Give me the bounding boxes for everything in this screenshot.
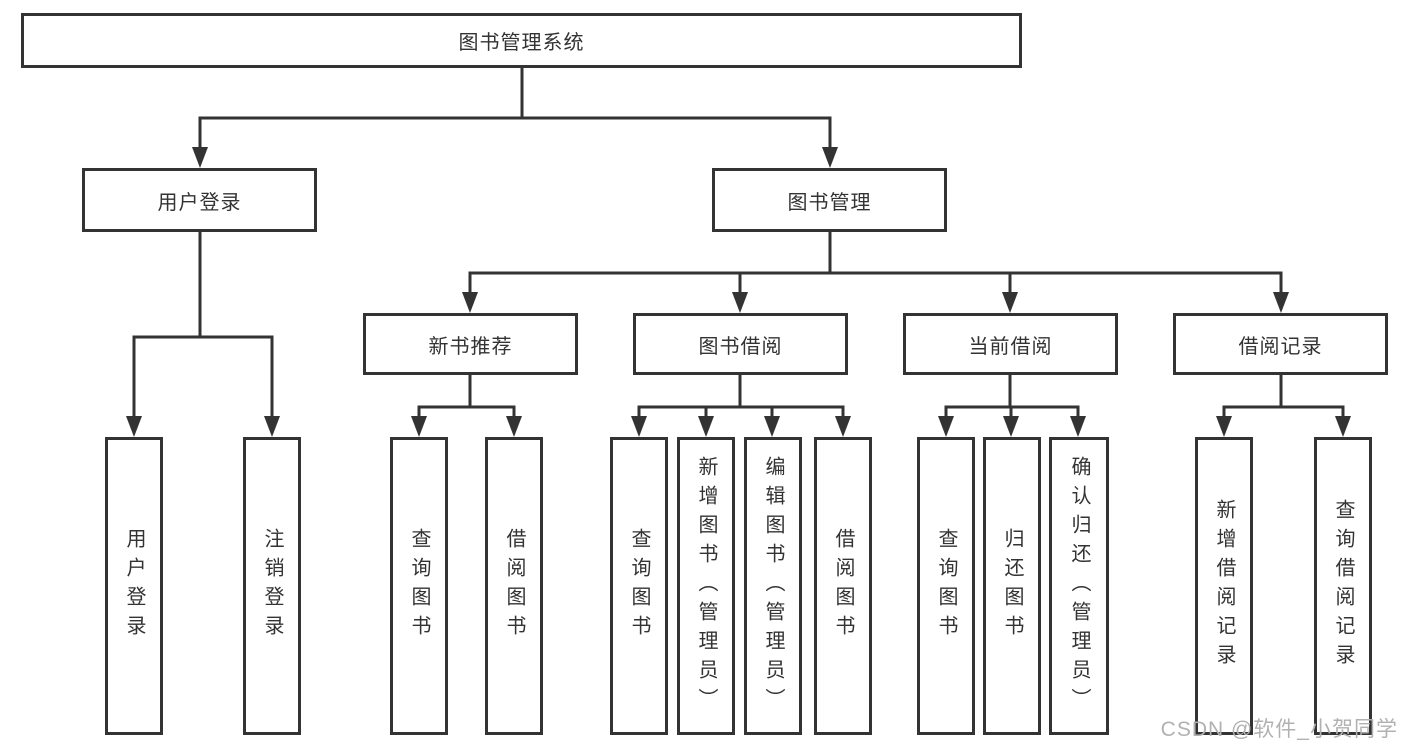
leaf-query-borrow-record: 查询借阅记录 (1314, 437, 1372, 735)
leaf-user-login-label: 用户登录 (123, 528, 145, 644)
leaf-query-books-3-label: 查询图书 (935, 528, 957, 644)
leaf-query-books-1-label: 查询图书 (408, 528, 430, 644)
leaf-logout: 注销登录 (243, 437, 301, 735)
connector-borrowrecords-to-leaves (1216, 375, 1351, 437)
node-user-login-label: 用户登录 (157, 191, 242, 214)
connector-userlogin-to-leaves (126, 232, 280, 437)
node-root: 图书管理系统 (21, 13, 1022, 68)
node-current-borrow-label: 当前借阅 (968, 335, 1053, 358)
leaf-edit-books-admin-label: 编辑图书（管理员） (762, 455, 784, 717)
leaf-return-books: 归还图书 (983, 437, 1041, 735)
node-current-borrow: 当前借阅 (903, 313, 1118, 375)
node-root-label: 图书管理系统 (458, 32, 585, 54)
leaf-add-borrow-record-label: 新增借阅记录 (1213, 499, 1235, 673)
leaf-user-login: 用户登录 (105, 437, 163, 735)
connector-currentborrow-to-leaves (938, 375, 1086, 437)
leaf-borrow-books-1: 借阅图书 (485, 437, 543, 735)
leaf-query-books-3: 查询图书 (917, 437, 975, 735)
leaf-add-borrow-record: 新增借阅记录 (1195, 437, 1253, 735)
node-book-management-label: 图书管理 (787, 191, 872, 214)
leaf-confirm-return-admin-label: 确认归还（管理员） (1068, 455, 1090, 717)
leaf-add-books-admin: 新增图书（管理员） (677, 437, 735, 735)
leaf-query-books-1: 查询图书 (390, 437, 448, 735)
node-book-borrow-label: 图书借阅 (698, 335, 783, 358)
leaf-confirm-return-admin: 确认归还（管理员） (1049, 437, 1109, 735)
node-new-book-recommend: 新书推荐 (363, 313, 578, 375)
connector-root-to-level2 (192, 68, 838, 168)
node-book-borrow: 图书借阅 (633, 313, 848, 375)
leaf-query-books-2: 查询图书 (610, 437, 668, 735)
leaf-query-borrow-record-label: 查询借阅记录 (1332, 499, 1354, 673)
node-user-login: 用户登录 (82, 168, 317, 232)
node-borrow-records: 借阅记录 (1173, 313, 1388, 375)
leaf-borrow-books-1-label: 借阅图书 (503, 528, 525, 644)
leaf-return-books-label: 归还图书 (1001, 528, 1023, 644)
node-new-book-recommend-label: 新书推荐 (428, 335, 513, 358)
watermark: CSDN @软件_小贺同学 (1160, 718, 1398, 741)
connector-bookmgmt-to-level3 (462, 232, 1289, 313)
leaf-edit-books-admin: 编辑图书（管理员） (744, 437, 802, 735)
leaf-query-books-2-label: 查询图书 (628, 528, 650, 644)
leaf-borrow-books-2-label: 借阅图书 (832, 528, 854, 644)
connector-bookborrow-to-leaves (631, 375, 851, 437)
node-borrow-records-label: 借阅记录 (1238, 335, 1323, 358)
leaf-logout-label: 注销登录 (261, 528, 283, 644)
leaf-add-books-admin-label: 新增图书（管理员） (695, 455, 717, 717)
leaf-borrow-books-2: 借阅图书 (814, 437, 872, 735)
connector-newbookrec-to-leaves (411, 375, 522, 437)
node-book-management: 图书管理 (712, 168, 947, 232)
